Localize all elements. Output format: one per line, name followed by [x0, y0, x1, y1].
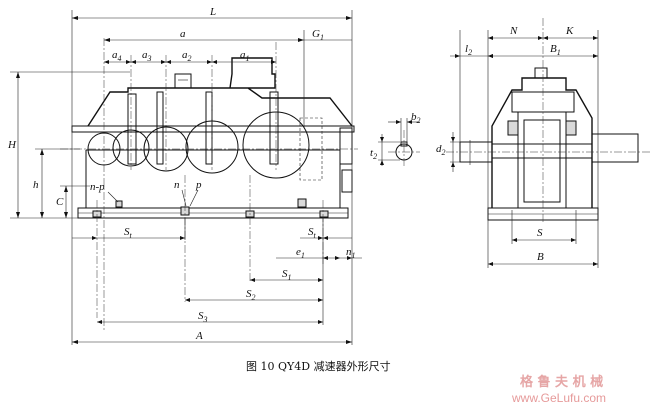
dim-d2 — [450, 132, 470, 172]
label-G1: G1 — [312, 28, 324, 42]
label-S1: S1 — [282, 268, 292, 282]
label-St-right: St — [308, 226, 317, 240]
label-d2: d2 — [436, 143, 446, 157]
dim-S2 — [185, 298, 323, 302]
upper-housing — [87, 57, 353, 127]
label-a3: a3 — [142, 49, 152, 63]
dim-S1 — [250, 278, 323, 282]
label-S: S — [537, 227, 543, 239]
label-N: N — [509, 25, 518, 37]
label-L: L — [209, 6, 216, 18]
label-t2: t2 — [370, 147, 377, 161]
label-K: K — [565, 25, 574, 37]
dim-l2 — [450, 54, 493, 58]
label-a1: a1 — [240, 49, 250, 63]
dim-a — [104, 38, 352, 42]
dim-n1 — [340, 256, 362, 260]
label-n: n — [174, 179, 180, 191]
dim-S — [512, 238, 576, 242]
label-St-left: St — [124, 226, 133, 240]
dim-H — [16, 72, 20, 218]
shaft-key-detail: b2 t2 — [370, 111, 421, 168]
label-a2: a2 — [182, 49, 192, 63]
side-housing — [491, 77, 593, 208]
side-shaft-right — [591, 133, 639, 163]
label-S3: S3 — [198, 310, 208, 324]
dim-B — [488, 262, 598, 266]
label-n-p: n-p — [90, 181, 105, 193]
dim-A — [72, 340, 352, 344]
label-a4: a4 — [112, 49, 122, 63]
label-A: A — [195, 330, 203, 342]
dim-N — [488, 36, 543, 40]
label-S2: S2 — [246, 288, 256, 302]
label-p: p — [195, 179, 202, 191]
dim-L — [72, 16, 352, 20]
dim-K — [543, 36, 598, 40]
dim-S3 — [97, 218, 324, 325]
label-H: H — [7, 139, 17, 151]
label-n1: n1 — [346, 246, 356, 260]
front-view: L a G1 a4 a3 a2 a1 H h C n-p n p St St e… — [7, 6, 362, 345]
label-a: a — [180, 28, 186, 40]
label-b2: b2 — [411, 111, 421, 125]
label-h: h — [33, 179, 39, 191]
dim-B1 — [488, 54, 598, 58]
side-view: N K l2 B1 d2 S B — [436, 18, 650, 268]
figure-caption: 图 10 QY4D 减速器外形尺寸 — [246, 359, 391, 373]
label-e1: e1 — [296, 246, 305, 260]
watermark-chinese: 格 鲁 夫 机 械 — [520, 374, 603, 390]
label-C: C — [56, 196, 64, 208]
dim-C — [64, 186, 68, 218]
dim-St-left — [72, 218, 186, 240]
dim-h — [40, 149, 44, 218]
dim-a-series — [104, 60, 276, 64]
label-B: B — [537, 251, 544, 263]
label-B1: B1 — [550, 43, 561, 57]
dim-e1 — [276, 256, 340, 260]
watermark-url: www.GeLufu.com — [511, 391, 606, 405]
label-l2: l2 — [465, 43, 472, 57]
